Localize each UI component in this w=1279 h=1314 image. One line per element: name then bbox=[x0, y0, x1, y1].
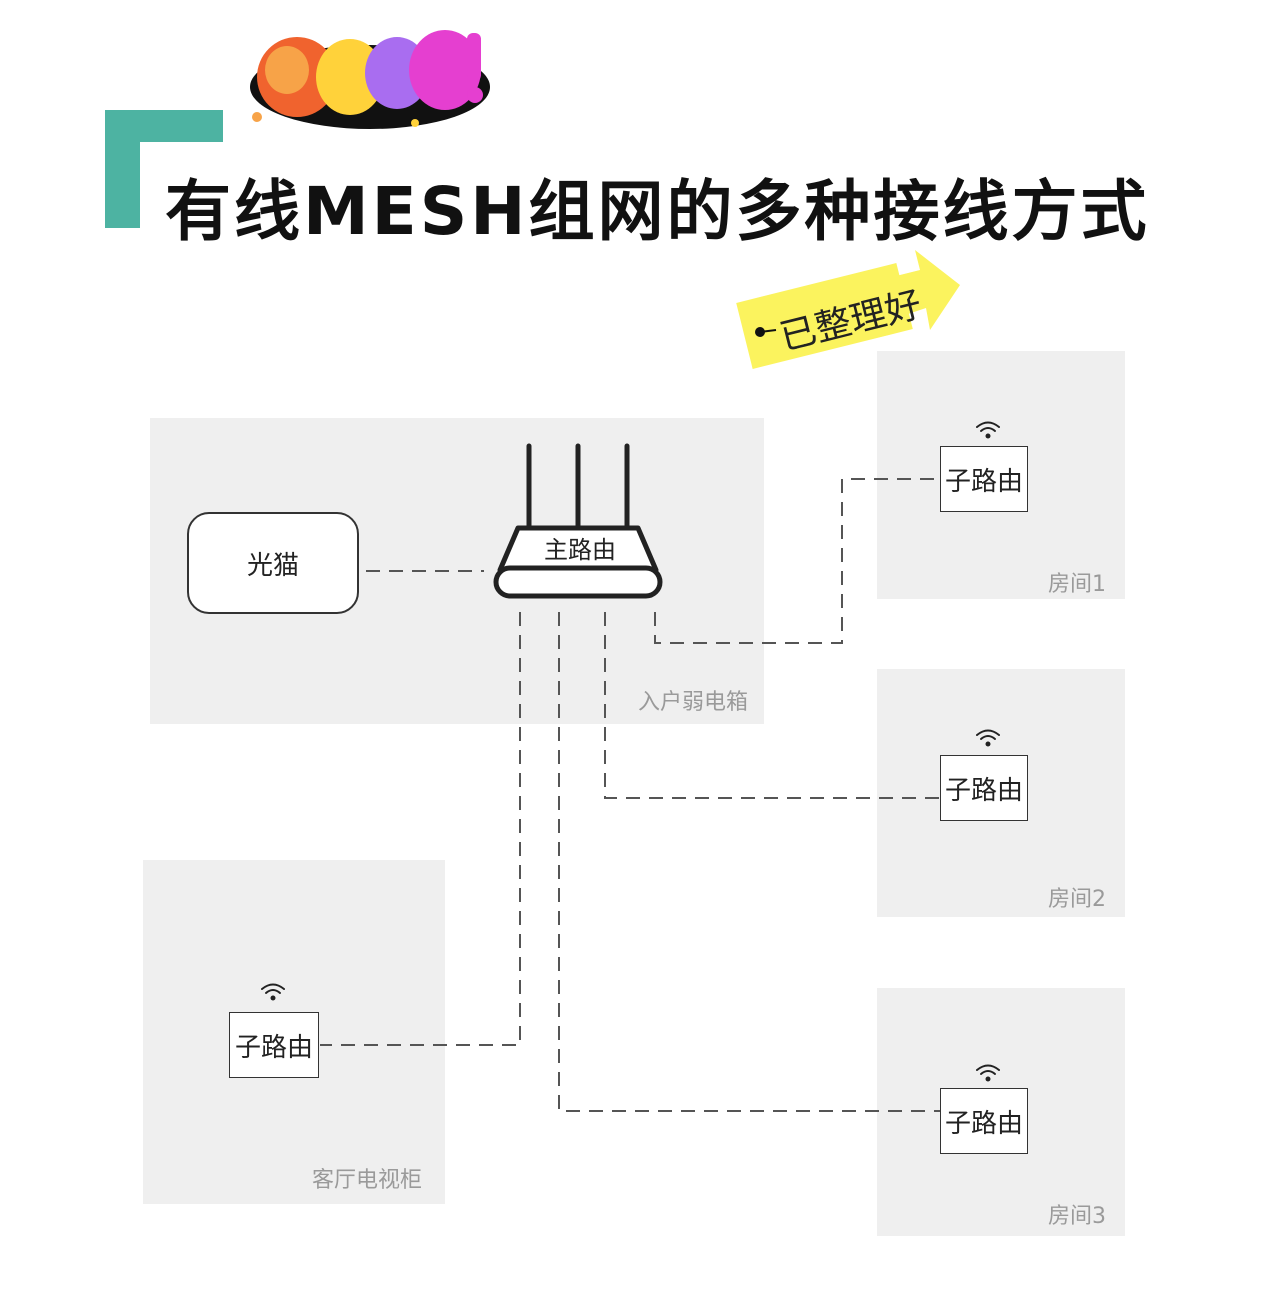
main-router-label: 主路由 bbox=[544, 536, 616, 564]
wifi-icon bbox=[976, 421, 1000, 439]
sub-router-label: 子路由 bbox=[944, 466, 1023, 497]
sub-router-label: 子路由 bbox=[944, 775, 1023, 806]
sub-router-living: 子路由 bbox=[229, 1012, 319, 1078]
title-accent-bar-top bbox=[105, 110, 223, 142]
main-to-room3-line bbox=[558, 612, 940, 1112]
main-to-room2-line bbox=[604, 612, 940, 799]
living-room-label: 客厅电视柜 bbox=[312, 1168, 423, 1193]
main-to-room1-line bbox=[654, 478, 940, 644]
main-to-living-line bbox=[320, 612, 521, 1046]
room2-label: 房间2 bbox=[1048, 887, 1106, 912]
wifi-icon bbox=[261, 983, 285, 1001]
sub-router-room1: 子路由 bbox=[940, 446, 1028, 512]
room3-label: 房间3 bbox=[1048, 1204, 1106, 1229]
sub-router-label: 子路由 bbox=[234, 1032, 313, 1063]
sub-router-room3: 子路由 bbox=[940, 1088, 1028, 1154]
modem-label: 光猫 bbox=[246, 550, 299, 581]
weak-box-label: 入户弱电箱 bbox=[638, 690, 749, 715]
pin-icon bbox=[755, 327, 777, 337]
sub-router-room2: 子路由 bbox=[940, 755, 1028, 821]
main-router-icon bbox=[493, 443, 663, 599]
page-title: 有线MESH组网的多种接线方式 bbox=[165, 173, 1150, 250]
wifi-icon bbox=[976, 729, 1000, 747]
wifi-icon bbox=[976, 1064, 1000, 1082]
sub-router-label: 子路由 bbox=[944, 1108, 1023, 1139]
modem-box: 光猫 bbox=[187, 512, 359, 614]
omg-sticker-icon bbox=[250, 30, 490, 129]
room1-label: 房间1 bbox=[1048, 572, 1106, 597]
